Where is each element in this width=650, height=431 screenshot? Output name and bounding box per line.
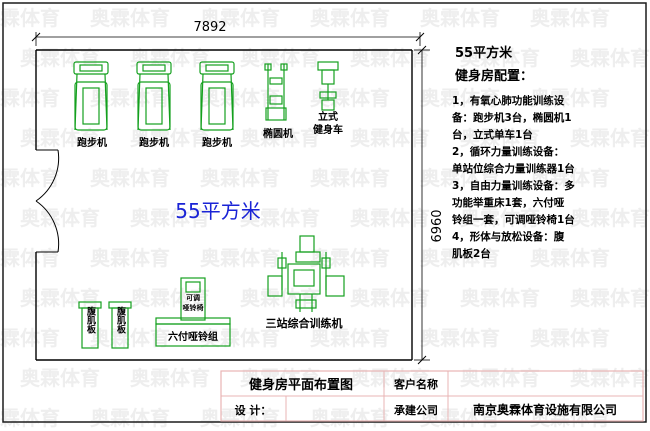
- multi-station-trainer: [267, 235, 345, 312]
- room-walls: [35, 49, 413, 361]
- client-label: 客户名称: [393, 377, 438, 391]
- ab-board-1: [78, 301, 102, 349]
- ab-board-1-label: 腹肌板: [85, 305, 97, 334]
- config-line: 功能举重床1套，六付哑: [452, 196, 565, 209]
- elliptical: [264, 63, 288, 121]
- width-dimension: 7892: [31, 20, 425, 46]
- treadmill-2-label: 跑步机: [139, 136, 169, 149]
- multi-station-label: 三站综合训练机: [266, 316, 343, 330]
- designer-label: 设 计：: [235, 403, 272, 417]
- config-line: 单站位综合力量训练器1台: [452, 162, 575, 175]
- title-block: 健身房平面布置图 客户名称 设 计： 承建公司 南京奥霖体育设施有限公司: [220, 370, 644, 422]
- depth-dimension-label: 6960: [430, 209, 445, 242]
- config-heading: 健身房配置：: [455, 68, 533, 84]
- contractor-name: 南京奥霖体育设施有限公司: [473, 402, 617, 417]
- ab-board-2: [108, 301, 132, 349]
- config-line: 4，形体与放松设备：腹: [452, 230, 565, 243]
- config-line: 台，立式单车1台: [452, 128, 533, 141]
- dumbbell-rack-label: 六付哑铃组: [168, 330, 218, 343]
- treadmill-3-label: 跑步机: [202, 136, 232, 149]
- treadmill-2: [136, 61, 172, 131]
- contractor-label: 承建公司: [394, 403, 438, 417]
- door: [35, 149, 60, 253]
- width-dimension-label: 7892: [193, 20, 226, 35]
- adjustable-bench-label-2: 哑铃椅: [183, 303, 204, 312]
- config-line: 3，自由力量训练设备：多: [452, 179, 575, 192]
- config-panel: 55平方米 健身房配置： 1，有氧心肺功能训练设 备：跑步机3台，椭圆机1 台，…: [451, 45, 575, 260]
- depth-dimension: 6960: [414, 45, 445, 365]
- treadmill-1-label: 跑步机: [77, 136, 107, 149]
- room-area-label: 55平方米: [175, 199, 260, 223]
- treadmill-1: [73, 61, 109, 131]
- config-line: 备：跑步机3台，椭圆机1: [451, 111, 572, 124]
- adjustable-bench-label-1: 可调: [186, 293, 200, 302]
- config-line: 1，有氧心肺功能训练设: [452, 94, 565, 107]
- config-area: 55平方米: [455, 45, 513, 61]
- elliptical-label: 椭圆机: [263, 127, 293, 140]
- upright-bike-label-2: 健身车: [313, 123, 343, 136]
- adjustable-bench: [180, 277, 206, 321]
- treadmill-3: [199, 61, 235, 131]
- sheet-border: [2, 2, 647, 423]
- config-line: 2，循环力量训练设备：: [452, 145, 564, 158]
- config-line: 铃组一套，可调哑铃椅1台: [452, 213, 575, 226]
- upright-bike: [317, 61, 339, 111]
- config-line: 肌板2台: [452, 247, 491, 260]
- upright-bike-label-1: 立式: [318, 110, 338, 123]
- dumbbell-rack: [155, 317, 231, 347]
- drawing-title: 健身房平面布置图: [249, 377, 353, 393]
- ab-board-2-label: 腹肌板: [115, 305, 127, 334]
